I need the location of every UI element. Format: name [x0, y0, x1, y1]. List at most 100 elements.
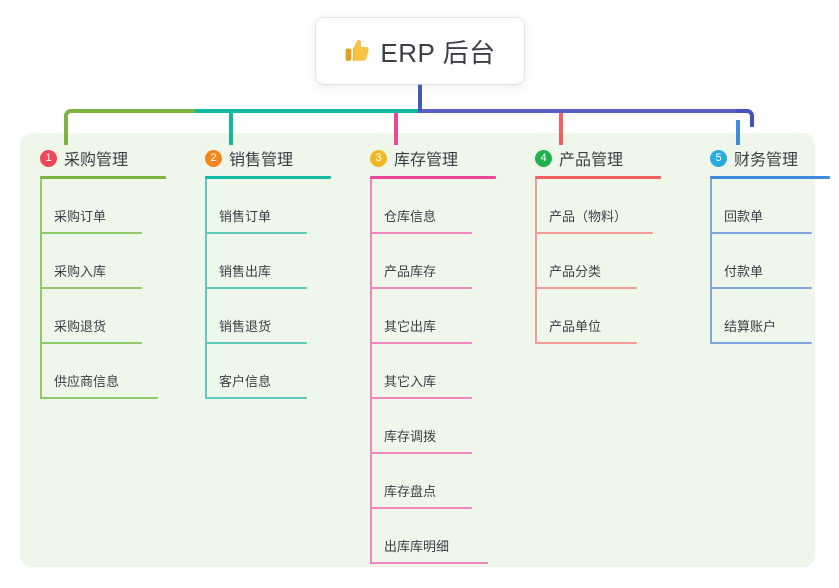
leaf-rule — [205, 342, 307, 344]
drop-column-3 — [394, 113, 398, 145]
column-4: 4 产品管理产品（物料） 产品分类产品单位 — [515, 146, 680, 344]
diagram-panel — [20, 133, 815, 567]
column-title: 库存管理 — [394, 152, 459, 169]
drop-column-2 — [229, 113, 233, 145]
leaf-label: 其它出库 — [384, 319, 437, 334]
leaf-list: 产品（物料） 产品分类产品单位 — [515, 179, 680, 344]
column-title: 销售管理 — [229, 152, 294, 169]
column-badge-icon: 3 — [370, 149, 387, 167]
column-header-2[interactable]: 2 销售管理 — [185, 146, 345, 170]
column-title: 财务管理 — [734, 152, 799, 169]
bar-segment-green — [77, 109, 195, 113]
leaf-label: 采购入库 — [54, 264, 107, 279]
leaf-item[interactable]: 结算账户 — [690, 289, 820, 344]
leaf-item[interactable]: 回款单 — [690, 179, 820, 234]
leaf-item[interactable]: 其它出库 — [350, 289, 510, 344]
column-3: 3 库存管理仓库信息产品库存其它出库其它入库库存调拨库存盘点出库库明细 — [350, 146, 510, 564]
leaf-item[interactable]: 销售订单 — [185, 179, 345, 234]
leaf-rule — [535, 287, 637, 289]
leaf-rule — [370, 397, 472, 399]
leaf-label: 产品库存 — [384, 264, 437, 279]
leaf-item[interactable]: 采购入库 — [20, 234, 180, 289]
leaf-rule — [40, 342, 142, 344]
leaf-item[interactable]: 供应商信息 — [20, 344, 180, 399]
leaf-rule — [370, 342, 472, 344]
leaf-item[interactable]: 其它入库 — [350, 344, 510, 399]
leaf-label: 库存调拨 — [384, 429, 437, 444]
drop-column-5 — [736, 120, 740, 145]
column-badge-icon: 4 — [535, 149, 552, 167]
column-spine — [40, 179, 42, 399]
leaf-label: 出库库明细 — [384, 539, 450, 554]
leaf-label: 销售订单 — [219, 209, 272, 224]
leaf-rule — [370, 452, 472, 454]
leaf-label: 库存盘点 — [384, 484, 437, 499]
bar-left-corner — [64, 109, 82, 127]
root-stem — [418, 84, 422, 111]
leaf-label: 产品分类 — [549, 264, 602, 279]
column-5: 5 财务管理回款单付款单结算账户 — [690, 146, 830, 344]
leaf-label: 供应商信息 — [54, 374, 120, 389]
leaf-item[interactable]: 产品分类 — [515, 234, 680, 289]
root-node-label: ERP 后台 — [380, 37, 496, 68]
bar-right-corner — [736, 109, 754, 127]
leaf-item[interactable]: 出库库明细 — [350, 509, 510, 564]
leaf-label: 产品单位 — [549, 319, 602, 334]
leaf-item[interactable]: 产品（物料） — [515, 179, 680, 234]
leaf-rule — [710, 342, 812, 344]
leaf-item[interactable]: 仓库信息 — [350, 179, 510, 234]
leaf-item[interactable]: 产品库存 — [350, 234, 510, 289]
column-2: 2 销售管理销售订单销售出库销售退货客户信息 — [185, 146, 345, 399]
leaf-rule — [40, 232, 142, 234]
leaf-label: 客户信息 — [219, 374, 272, 389]
column-header-rule — [205, 176, 331, 179]
root-node-card[interactable]: ERP 后台 — [316, 18, 524, 84]
leaf-item[interactable]: 付款单 — [690, 234, 820, 289]
leaf-item[interactable]: 销售出库 — [185, 234, 345, 289]
leaf-label: 销售退货 — [219, 319, 272, 334]
leaf-item[interactable]: 销售退货 — [185, 289, 345, 344]
column-header-3[interactable]: 3 库存管理 — [350, 146, 510, 170]
leaf-rule — [40, 287, 142, 289]
column-badge-icon: 5 — [710, 149, 727, 167]
leaf-rule — [205, 232, 307, 234]
leaf-item[interactable]: 库存盘点 — [350, 454, 510, 509]
leaf-list: 采购订单采购入库采购退货供应商信息 — [20, 179, 180, 399]
column-header-4[interactable]: 4 产品管理 — [515, 146, 680, 170]
column-header-rule — [40, 176, 166, 179]
column-title: 采购管理 — [64, 152, 129, 169]
column-spine — [205, 179, 207, 399]
leaf-rule — [535, 232, 653, 234]
leaf-label: 结算账户 — [724, 319, 777, 334]
leaf-item[interactable]: 产品单位 — [515, 289, 680, 344]
leaf-rule — [710, 232, 812, 234]
leaf-rule — [370, 562, 488, 564]
column-spine — [535, 179, 537, 344]
thumbs-up-icon — [344, 38, 370, 64]
leaf-item[interactable]: 采购订单 — [20, 179, 180, 234]
leaf-rule — [370, 232, 472, 234]
leaf-rule — [40, 397, 158, 399]
column-header-rule — [710, 176, 830, 179]
leaf-label: 付款单 — [724, 264, 764, 279]
bar-segment-purple — [418, 109, 748, 113]
column-spine — [370, 179, 372, 564]
leaf-rule — [370, 507, 472, 509]
leaf-label: 回款单 — [724, 209, 764, 224]
leaf-item[interactable]: 库存调拨 — [350, 399, 510, 454]
leaf-label: 采购退货 — [54, 319, 107, 334]
leaf-label: 其它入库 — [384, 374, 437, 389]
leaf-item[interactable]: 采购退货 — [20, 289, 180, 344]
column-header-rule — [535, 176, 661, 179]
leaf-rule — [710, 287, 812, 289]
leaf-item[interactable]: 客户信息 — [185, 344, 345, 399]
column-badge-icon: 2 — [205, 149, 222, 167]
leaf-label: 采购订单 — [54, 209, 107, 224]
column-title: 产品管理 — [559, 152, 624, 169]
column-header-5[interactable]: 5 财务管理 — [690, 146, 820, 170]
drop-column-4 — [559, 113, 563, 145]
column-header-rule — [370, 176, 496, 179]
leaf-rule — [205, 397, 307, 399]
